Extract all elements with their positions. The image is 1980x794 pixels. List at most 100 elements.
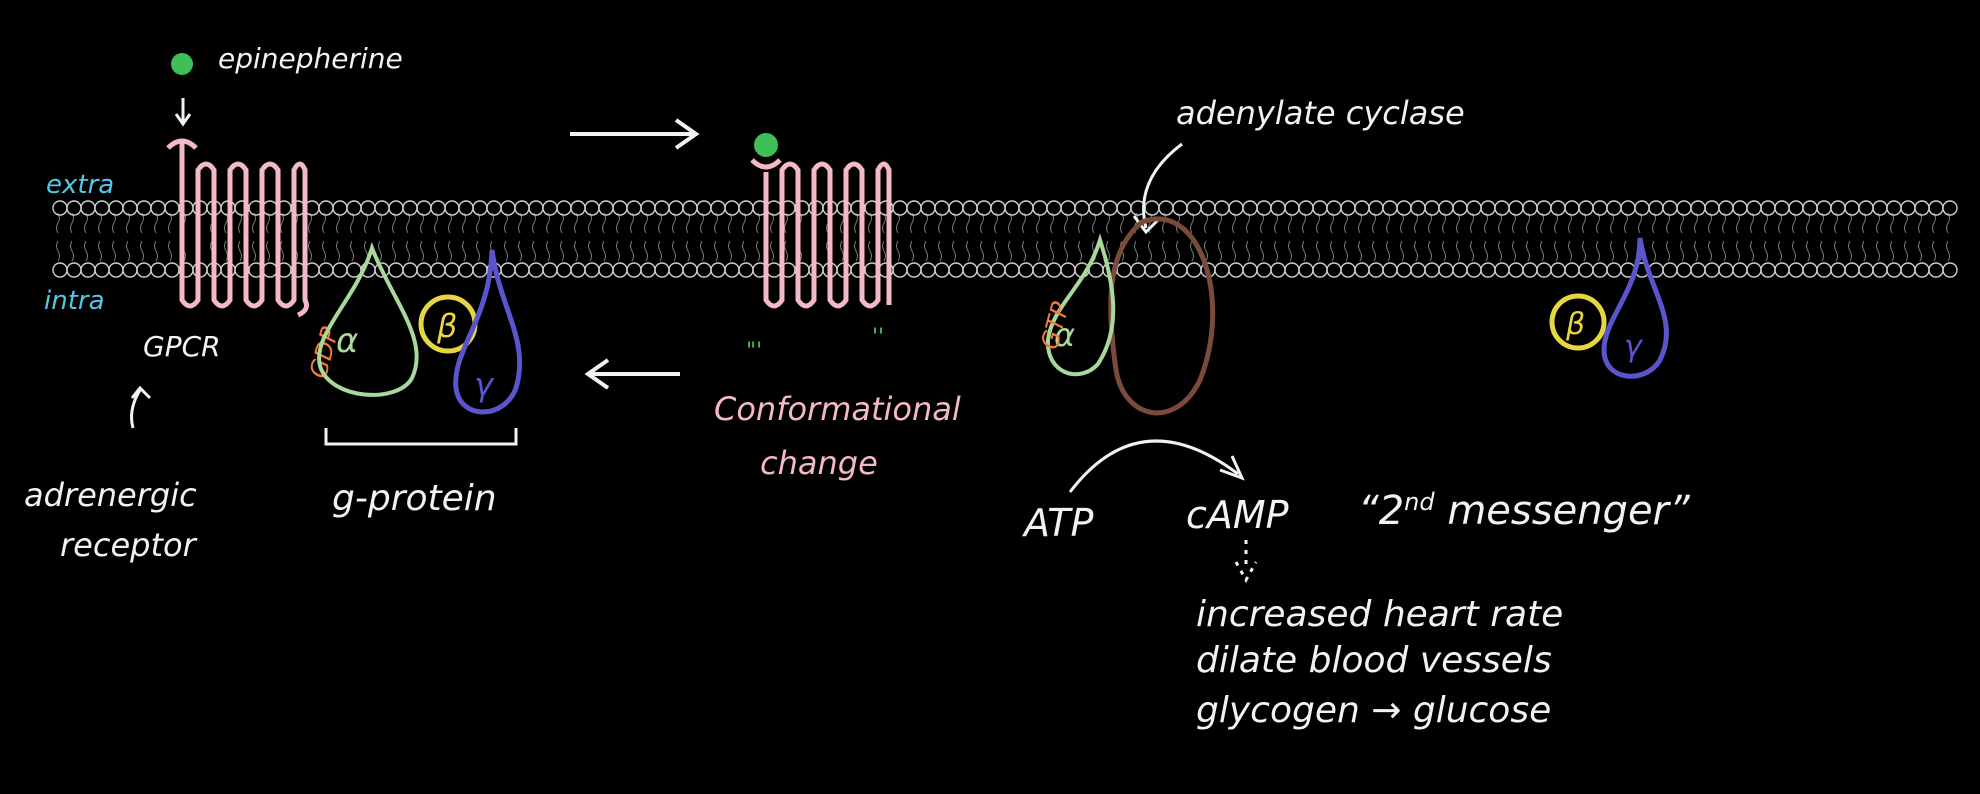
lipid-tail	[1456, 212, 1460, 234]
lipid-tail	[938, 212, 942, 234]
lipid-tail	[1344, 212, 1348, 234]
lipid-tail	[1274, 212, 1278, 234]
lipid-tail	[378, 240, 382, 262]
lipid-tail	[238, 212, 242, 234]
lipid-tail	[784, 212, 788, 234]
lipid-tail	[1638, 212, 1642, 234]
lipid-tail	[112, 240, 116, 262]
lipid-tail	[1176, 240, 1180, 262]
lipid-tail	[1204, 240, 1208, 262]
lipid-tail	[1260, 212, 1264, 234]
alpha-symbol-active: α	[1054, 316, 1075, 354]
lipid-tail	[308, 212, 312, 234]
lipid-tail	[980, 240, 984, 262]
lipid-tail	[1890, 212, 1894, 234]
lipid-tail	[1190, 212, 1194, 234]
lipid-tail	[672, 212, 676, 234]
lipid-tail	[1470, 212, 1474, 234]
lipid-tail	[756, 212, 760, 234]
lipid-tail	[504, 240, 508, 262]
lipid-tail	[994, 212, 998, 234]
lipid-tail	[476, 240, 480, 262]
lipid-tail	[252, 212, 256, 234]
lipid-tail	[98, 212, 102, 234]
lipid-tail	[70, 240, 74, 262]
lipid-tail	[784, 240, 788, 262]
lipid-tail	[490, 212, 494, 234]
lipid-tail	[392, 212, 396, 234]
lipid-tail	[966, 240, 970, 262]
lipid-tail	[588, 212, 592, 234]
lipid-tail	[756, 240, 760, 262]
lipid-tail	[1694, 240, 1698, 262]
lipid-tail	[238, 240, 242, 262]
lipid-tail	[1008, 212, 1012, 234]
lipid-tail	[896, 240, 900, 262]
extra-label: extra	[46, 170, 114, 200]
lipid-tail	[1064, 212, 1068, 234]
lipid-tail	[1386, 240, 1390, 262]
lipid-tail	[560, 240, 564, 262]
lipid-tail	[1694, 212, 1698, 234]
lipid-tail	[1036, 240, 1040, 262]
lipid-tail	[1946, 212, 1950, 234]
lipid-tail	[1834, 240, 1838, 262]
lipid-tail	[770, 240, 774, 262]
adrenergic-label-line2: receptor	[60, 526, 198, 564]
lipid-tail	[672, 240, 676, 262]
lipid-tail	[1568, 240, 1572, 262]
lipid-tail	[532, 240, 536, 262]
lipid-tail	[350, 212, 354, 234]
lipid-tail	[1932, 240, 1936, 262]
adrenergic-label-line1: adrenergic	[24, 476, 197, 514]
atp-camp-arrow	[1068, 439, 1245, 493]
lipid-tail	[896, 212, 900, 234]
lipid-tail	[882, 212, 886, 234]
gpcr-receptor-activated	[763, 161, 892, 309]
lipid-tail	[728, 212, 732, 234]
lipid-tail	[994, 240, 998, 262]
lipid-tail	[700, 240, 704, 262]
conformational-mark-right: ''	[872, 325, 884, 350]
lipid-tail	[1246, 212, 1250, 234]
lipid-tail	[924, 240, 928, 262]
lipid-tail	[1274, 240, 1278, 262]
bound-epinephrine	[754, 133, 778, 157]
lipid-tail	[714, 240, 718, 262]
epinephrine-arrow	[174, 98, 192, 127]
atp-label: ATP	[1021, 501, 1093, 545]
lipid-tail	[1792, 212, 1796, 234]
lipid-tail	[140, 212, 144, 234]
lipid-tail	[686, 240, 690, 262]
lipid-tail	[1134, 240, 1138, 262]
lipid-tail	[700, 212, 704, 234]
lipid-tail	[952, 240, 956, 262]
lipid-tail	[1106, 212, 1110, 234]
lipid-tail	[1190, 240, 1194, 262]
lipid-tail	[1750, 240, 1754, 262]
lipid-tail	[1442, 212, 1446, 234]
lipid-tail	[504, 212, 508, 234]
lipid-tail	[266, 212, 270, 234]
lipid-tail	[1232, 240, 1236, 262]
lipid-head	[1942, 200, 1958, 216]
lipid-tail	[1918, 240, 1922, 262]
lipid-tail	[1904, 240, 1908, 262]
lipid-tail	[1554, 240, 1558, 262]
lipid-tail	[560, 212, 564, 234]
lipid-tail	[1862, 212, 1866, 234]
lipid-tail	[1470, 240, 1474, 262]
lipid-tail	[1232, 212, 1236, 234]
lipid-tail	[322, 240, 326, 262]
lipid-tail	[168, 212, 172, 234]
lipid-tail	[1652, 240, 1656, 262]
lipid-tail	[112, 212, 116, 234]
lipid-tail	[1624, 212, 1628, 234]
lipid-tail	[1050, 240, 1054, 262]
gpcr-receptor	[179, 140, 309, 318]
lipid-tail	[644, 212, 648, 234]
lipid-tail	[742, 212, 746, 234]
lipid-tail	[770, 212, 774, 234]
lipid-tail	[1204, 212, 1208, 234]
lipid-tail	[952, 212, 956, 234]
